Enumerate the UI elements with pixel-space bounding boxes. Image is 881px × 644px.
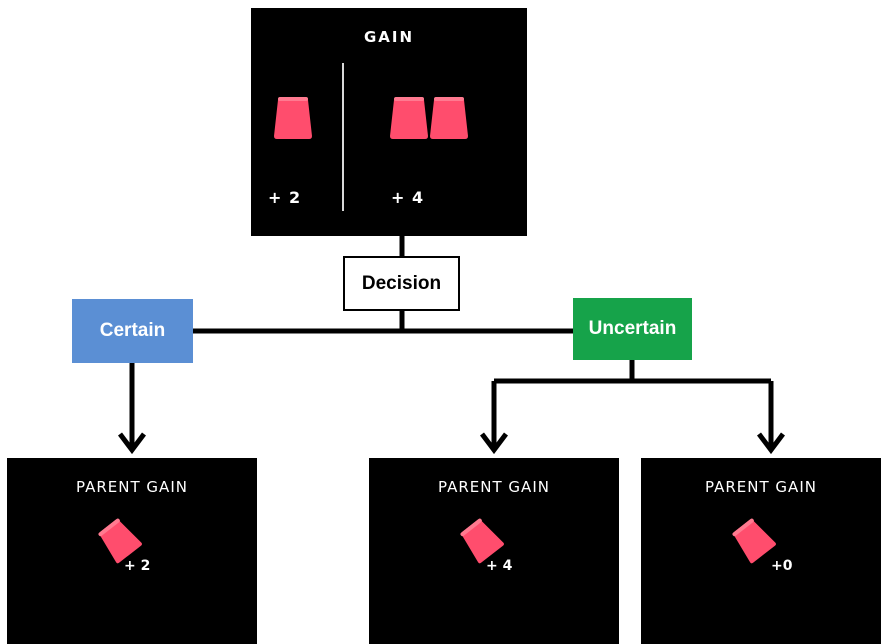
outcome-title: PARENT GAIN (705, 478, 817, 496)
outcome-panel-certain: PARENT GAIN + 2 (7, 458, 257, 644)
uncertain-node: Uncertain (573, 298, 692, 360)
outcome-title: PARENT GAIN (438, 478, 550, 496)
option-divider (342, 63, 344, 211)
gain-panel: GAIN + 2 + 4 (251, 8, 527, 236)
outcome-value: + 2 (124, 558, 151, 574)
decision-node: Decision (343, 256, 460, 311)
outcome-panel-uncertain-win: PARENT GAIN + 4 (369, 458, 619, 644)
uncertain-label: Uncertain (588, 318, 677, 339)
tipped-cup-icon (460, 518, 504, 564)
cup-icon (430, 97, 468, 139)
tipped-cup-icon (98, 518, 142, 564)
outcome-value: +0 (771, 558, 793, 574)
cup-icon (274, 97, 312, 139)
gain-panel-title: GAIN (363, 28, 415, 46)
left-option-value: + 2 (268, 188, 302, 207)
outcome-title: PARENT GAIN (76, 478, 188, 496)
right-option-value: + 4 (391, 188, 425, 207)
cup-icon (390, 97, 428, 139)
tipped-cup-icon (732, 518, 776, 564)
certain-label: Certain (99, 320, 166, 341)
certain-node: Certain (72, 299, 193, 363)
decision-label: Decision (361, 272, 442, 294)
outcome-value: + 4 (486, 558, 513, 574)
outcome-panel-uncertain-lose: PARENT GAIN +0 (641, 458, 881, 644)
